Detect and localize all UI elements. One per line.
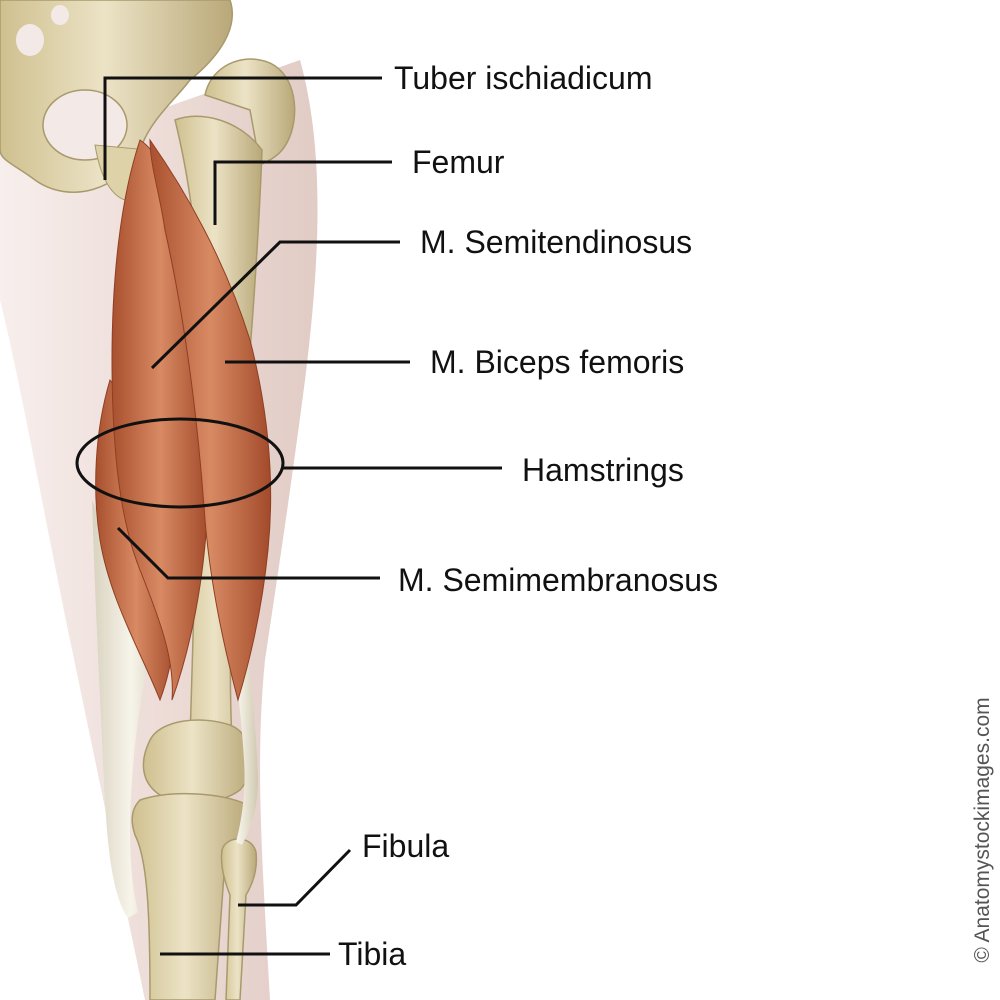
label-semitendinosus: M. Semitendinosus — [420, 224, 693, 260]
pelvis-hole-2 — [51, 5, 69, 25]
label-biceps-femoris: M. Biceps femoris — [430, 344, 685, 380]
leader-lines — [103, 76, 502, 956]
leader-line-femur — [213, 160, 392, 225]
label-tuber-ischiadicum: Tuber ischiadicum — [394, 60, 653, 96]
leader-line-semimembranosus — [116, 526, 380, 580]
label-fibula: Fibula — [362, 828, 450, 864]
label-hamstrings: Hamstrings — [522, 452, 684, 488]
leader-line-fibula — [238, 848, 352, 907]
tibia-bone — [131, 792, 249, 1000]
leader-line-tuber — [103, 76, 382, 180]
hamstrings-group-ellipse — [75, 417, 285, 509]
copyright-watermark: © Anatomystockimages.com — [971, 697, 994, 963]
pelvis-hole-1 — [16, 24, 44, 56]
femur-condyles — [142, 719, 253, 804]
biceps-femoris-tendon — [218, 560, 258, 845]
label-tibia: Tibia — [338, 936, 407, 972]
label-femur: Femur — [412, 144, 505, 180]
leader-line-semitendinosus — [150, 240, 400, 370]
femur-head — [204, 58, 296, 167]
label-semimembranosus: M. Semimembranosus — [398, 562, 719, 598]
